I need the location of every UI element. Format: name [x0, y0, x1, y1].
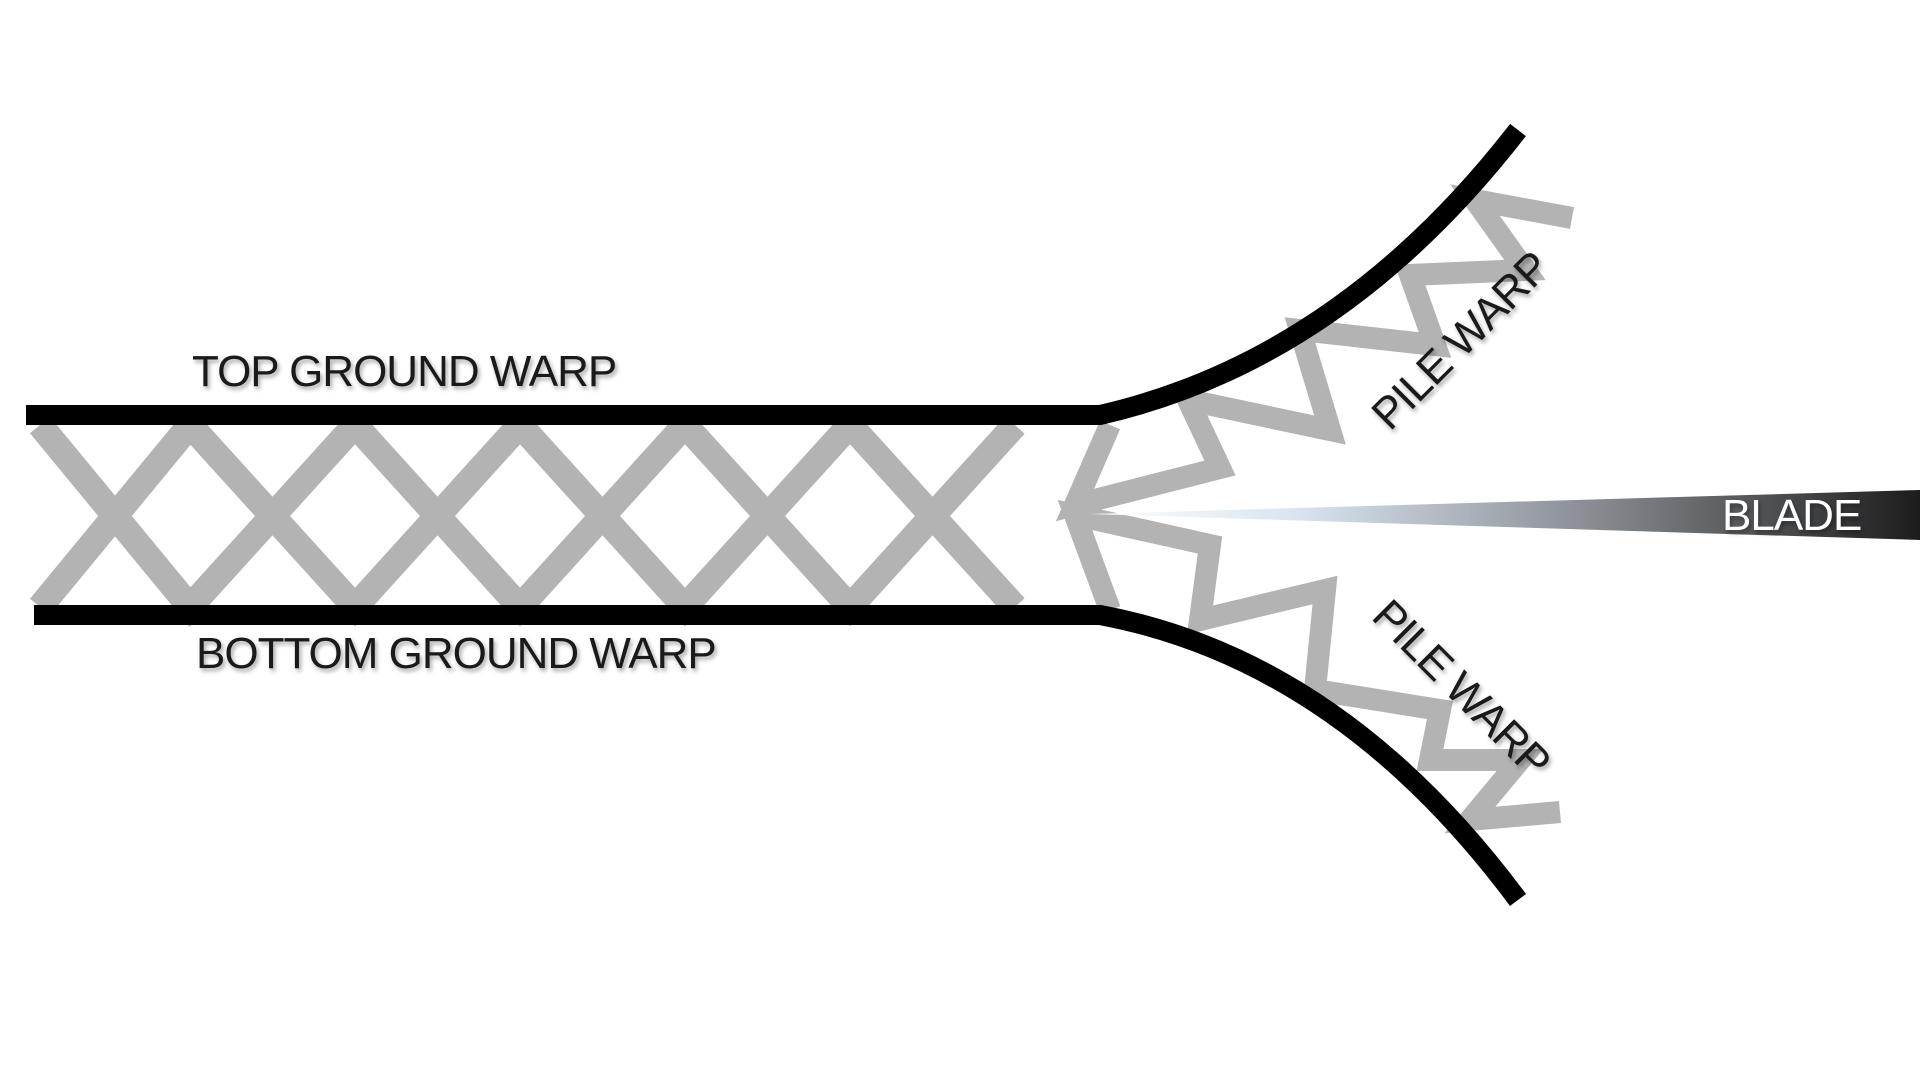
blade	[1090, 490, 1920, 540]
bottom-ground-warp-line	[34, 605, 1527, 906]
pile-warp-crossings	[29, 405, 1025, 627]
label-blade: BLADE	[1722, 491, 1861, 540]
pile-warp-lower	[1057, 499, 1561, 834]
label-top-ground-warp: TOP GROUND WARP	[192, 347, 616, 396]
pile-warp-upper	[1055, 184, 1575, 522]
label-bottom-ground-warp: BOTTOM GROUND WARP	[196, 629, 716, 678]
top-ground-warp-line	[26, 123, 1526, 425]
